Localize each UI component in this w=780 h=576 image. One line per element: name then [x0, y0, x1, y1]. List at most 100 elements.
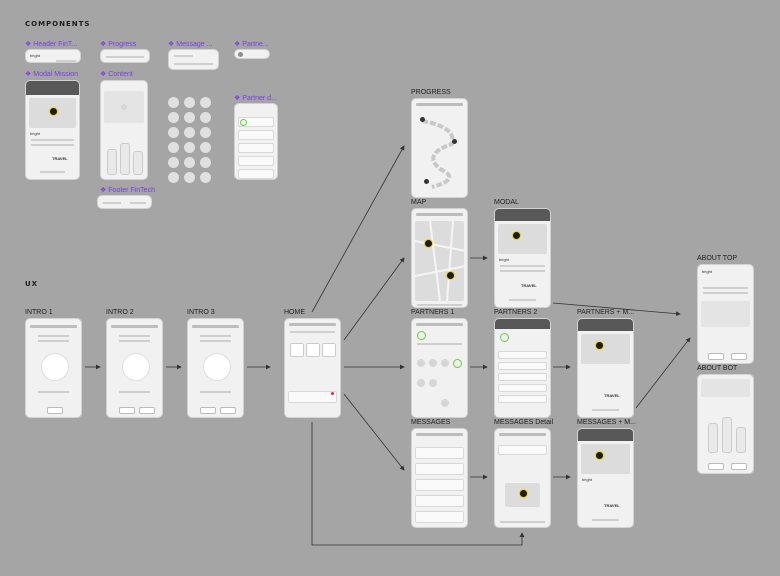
partner-row[interactable]: [498, 395, 547, 403]
screen-about-top[interactable]: bright: [697, 264, 754, 364]
component-label-header[interactable]: Header FinT...: [25, 40, 77, 48]
home-tile[interactable]: [306, 343, 320, 357]
grid-icon: [200, 112, 211, 123]
screen-intro3[interactable]: [187, 318, 244, 418]
components-heading: COMPONENTS: [25, 20, 91, 28]
placeholder-line: [103, 202, 121, 204]
screen-about-bot[interactable]: [697, 374, 754, 474]
message-item[interactable]: [415, 511, 464, 523]
partner-row[interactable]: [498, 351, 547, 359]
placeholder-line: [500, 265, 545, 267]
component-message[interactable]: [168, 49, 219, 70]
component-partner-detail[interactable]: [234, 103, 278, 180]
map-streets: [415, 221, 466, 301]
screen-partners-m[interactable]: TRAVEL: [577, 318, 634, 418]
modal-top-bar: [26, 81, 79, 95]
screen-partners1[interactable]: [411, 318, 468, 418]
partner-icon[interactable]: [441, 399, 449, 407]
grid-icon: [200, 127, 211, 138]
screen-partners2[interactable]: [494, 318, 551, 418]
component-header[interactable]: bright: [25, 49, 81, 63]
message-item[interactable]: [415, 463, 464, 475]
home-tile[interactable]: [290, 343, 304, 357]
grid-icon: [200, 142, 211, 153]
component-label-progress[interactable]: Progress: [100, 40, 136, 48]
map-pin-icon: [446, 271, 455, 280]
screen-label-messages-m: MESSAGES + M...: [577, 419, 636, 426]
next-button[interactable]: [47, 407, 63, 414]
travel-text: TRAVEL: [604, 393, 620, 398]
component-label-partner-detail[interactable]: Partner d...: [234, 94, 277, 102]
component-modal-mission[interactable]: bright TRAVEL: [25, 80, 80, 180]
screen-messages-m[interactable]: bright TRAVEL: [577, 428, 634, 528]
placeholder-line: [509, 299, 536, 301]
partner-row[interactable]: [498, 384, 547, 392]
partner-row[interactable]: [498, 373, 547, 381]
back-button[interactable]: [119, 407, 135, 414]
partner-ring-icon: [417, 331, 426, 340]
component-label-modal-mission[interactable]: Modal Mission: [25, 70, 78, 78]
placeholder-line: [38, 340, 69, 342]
placeholder-line: [119, 335, 150, 337]
brand-text: bright: [582, 477, 593, 482]
about-button[interactable]: [708, 353, 724, 360]
component-label-footer[interactable]: Footer FinTech: [100, 186, 155, 194]
placeholder-line: [38, 391, 69, 393]
map-pin-icon: [424, 239, 433, 248]
partner-ring-icon[interactable]: [453, 359, 462, 368]
partner-icon[interactable]: [441, 359, 449, 367]
home-tile[interactable]: [322, 343, 336, 357]
modal-overlay: [578, 319, 633, 331]
partner-icon[interactable]: [429, 359, 437, 367]
screen-map[interactable]: [411, 208, 468, 308]
about-image: [701, 301, 750, 327]
screen-modal[interactable]: bright TRAVEL: [494, 208, 551, 308]
about-button[interactable]: [708, 463, 724, 470]
component-partner[interactable]: [234, 49, 270, 59]
about-button[interactable]: [731, 463, 747, 470]
placeholder-line: [38, 335, 69, 337]
component-label-message[interactable]: Message ...: [168, 40, 212, 48]
screen-progress[interactable]: [411, 98, 468, 198]
component-label-partner[interactable]: Partne...: [234, 40, 268, 48]
header-bar: [289, 323, 336, 326]
screen-messages-detail[interactable]: [494, 428, 551, 528]
header-bar: [416, 213, 463, 216]
placeholder-line: [130, 202, 146, 204]
component-content[interactable]: [100, 80, 148, 180]
placeholder-line: [592, 409, 619, 411]
message-item[interactable]: [415, 479, 464, 491]
map-pin-icon: [519, 489, 528, 498]
partner-row: [238, 169, 274, 179]
screen-messages[interactable]: [411, 428, 468, 528]
screen-label-about-top: ABOUT TOP: [697, 255, 738, 262]
message-item[interactable]: [415, 447, 464, 459]
component-progress[interactable]: [100, 49, 150, 63]
message-preview[interactable]: [288, 391, 337, 403]
message-item[interactable]: [415, 495, 464, 507]
arrow-partners-m-about: [635, 337, 691, 409]
about-button[interactable]: [731, 353, 747, 360]
arrow-home-map: [343, 257, 405, 341]
grid-icon: [168, 112, 179, 123]
partner-icon[interactable]: [417, 379, 425, 387]
back-button[interactable]: [200, 407, 216, 414]
header-bar: [499, 433, 546, 436]
message-bubble: [498, 445, 547, 455]
partner-icon[interactable]: [429, 379, 437, 387]
grid-icon: [184, 172, 195, 183]
next-button[interactable]: [139, 407, 155, 414]
placeholder-line: [200, 391, 231, 393]
next-button[interactable]: [220, 407, 236, 414]
screen-intro2[interactable]: [106, 318, 163, 418]
component-footer[interactable]: [97, 195, 152, 209]
screen-home[interactable]: [284, 318, 341, 418]
partner-row[interactable]: [498, 362, 547, 370]
partner-icon[interactable]: [417, 359, 425, 367]
ux-heading: UX: [25, 280, 39, 288]
screen-intro1[interactable]: [25, 318, 82, 418]
screen-label-messages: MESSAGES: [411, 419, 451, 426]
placeholder-line: [40, 171, 65, 173]
component-label-content[interactable]: Content: [100, 70, 133, 78]
travel-text: TRAVEL: [52, 156, 68, 161]
